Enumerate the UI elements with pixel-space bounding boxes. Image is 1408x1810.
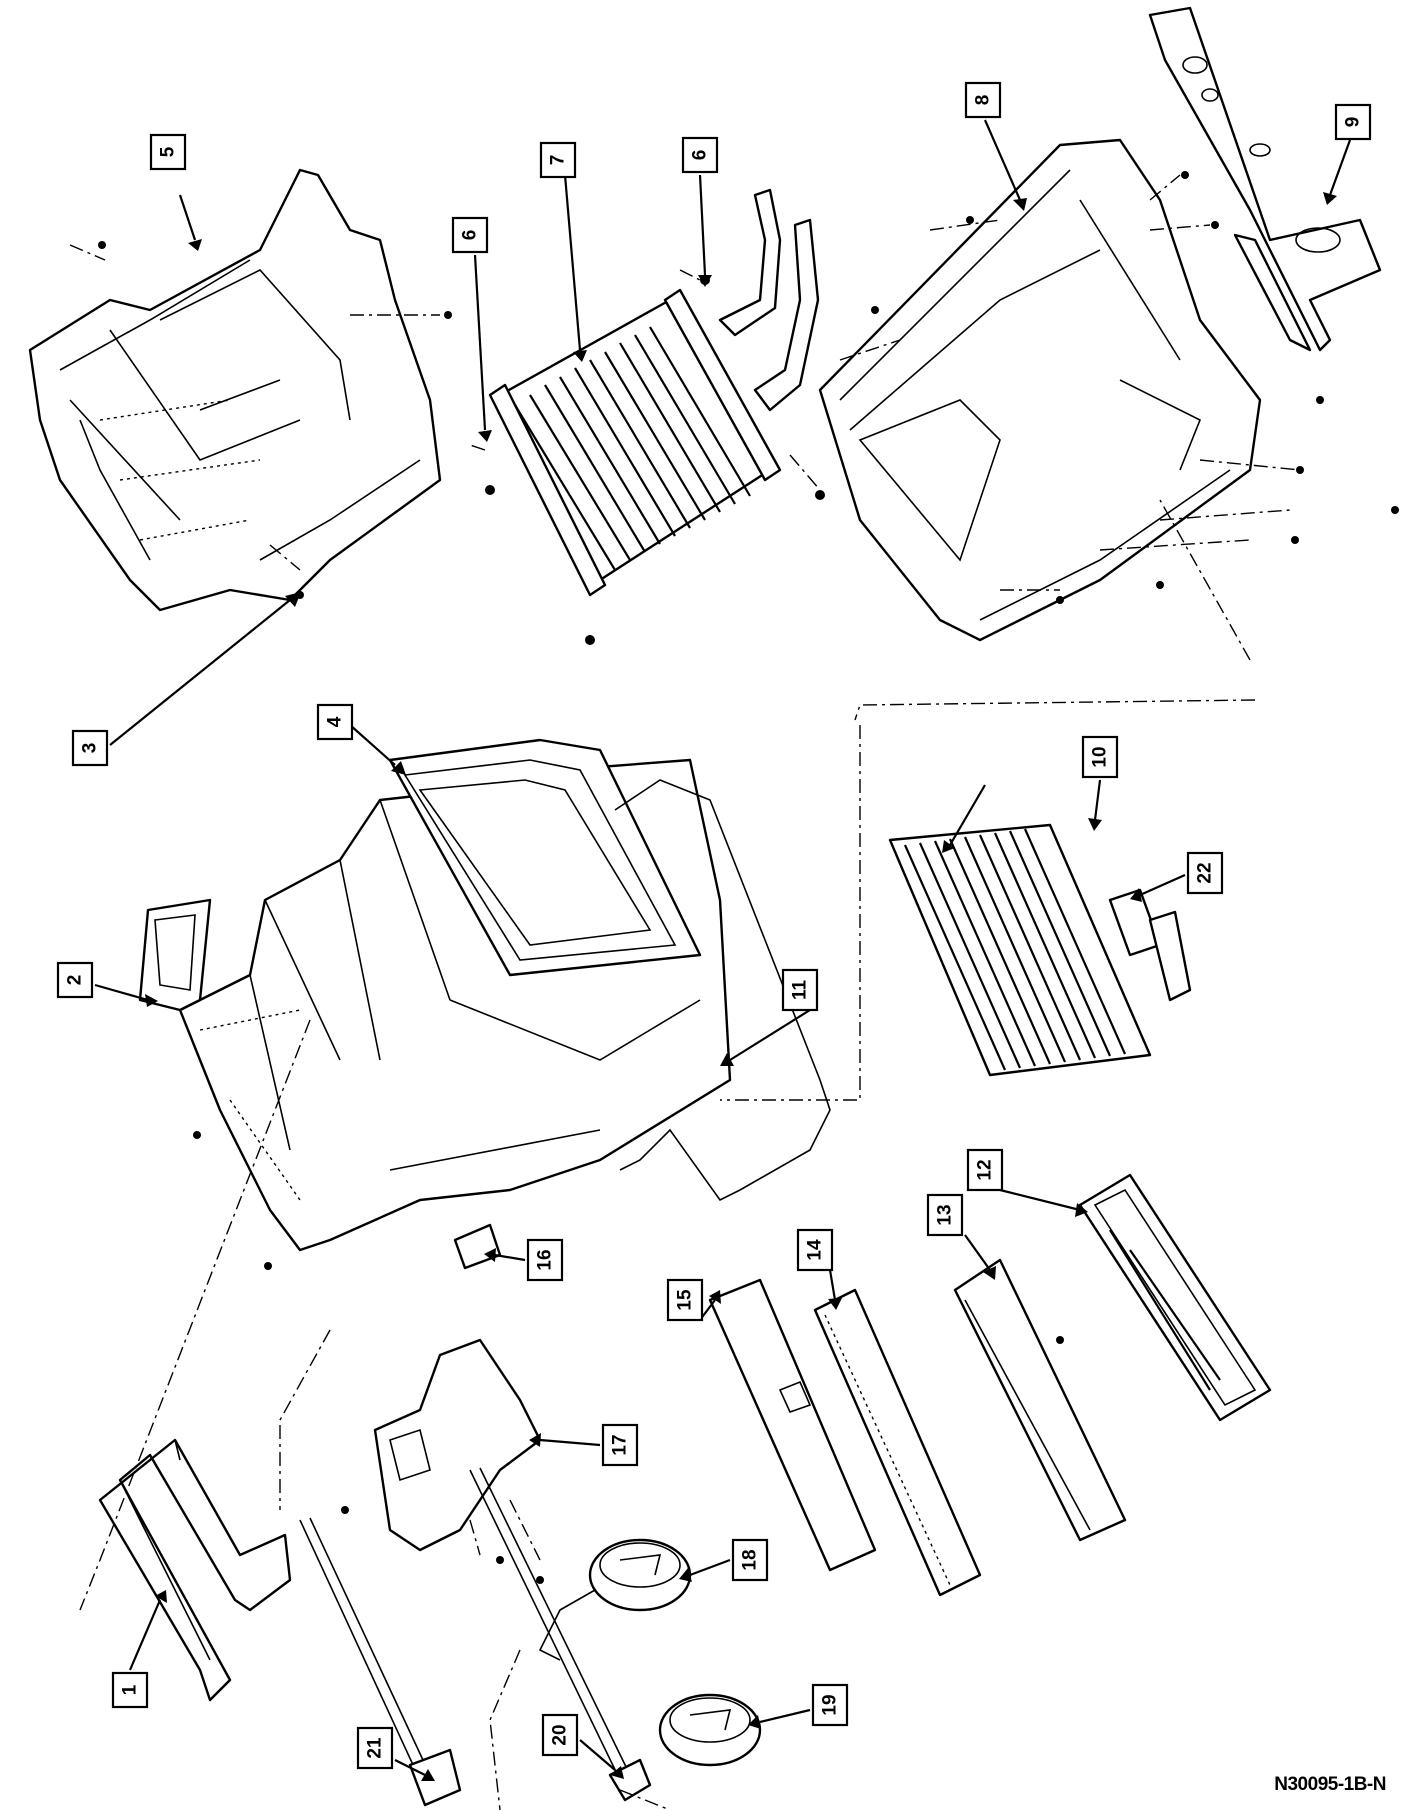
callout-label: 13: [935, 1204, 956, 1225]
part-12-door: [1078, 1173, 1272, 1422]
callout-label: 21: [365, 1737, 386, 1759]
callout-3: 3: [71, 729, 109, 767]
callout-label: 10: [1090, 746, 1111, 767]
callout-15: 15: [666, 1278, 704, 1322]
callout-label: 19: [820, 1694, 841, 1715]
part-13-blend-door: [953, 1258, 1127, 1542]
callout-label: 7: [548, 155, 569, 166]
callout-4: 4: [316, 703, 354, 741]
callout-label: 2: [65, 975, 86, 986]
callout-21: 21: [356, 1726, 394, 1770]
callout-label: 11: [790, 980, 811, 1001]
part-8-case-half: [818, 138, 1399, 642]
callout-6-right: 6: [681, 136, 719, 174]
callout-17: 17: [601, 1423, 639, 1467]
callout-18: 18: [731, 1538, 769, 1582]
part-7-heater-core: [469, 188, 825, 645]
callout-10: 10: [1081, 735, 1119, 779]
callout-22: 22: [1186, 851, 1224, 895]
part-1-duct: [98, 1438, 292, 1702]
callout-8: 8: [964, 81, 1002, 119]
callout-6-left: 6: [451, 216, 489, 254]
callout-12: 12: [966, 1148, 1004, 1192]
part-15-filter: [708, 1278, 877, 1572]
callout-11: 11: [781, 968, 819, 1012]
part-11-tube: [614, 779, 831, 1202]
callout-label: 5: [158, 146, 179, 157]
callout-label: 15: [675, 1289, 696, 1311]
part-19-actuator: [658, 1693, 762, 1767]
callout-label: 1: [120, 1684, 141, 1695]
callout-label: 12: [975, 1159, 996, 1180]
callout-label: 6: [690, 150, 711, 161]
callout-label: 4: [325, 716, 346, 727]
part-9-bracket: [1148, 6, 1382, 352]
callout-5: 5: [149, 133, 187, 171]
part-10-evaporator: [888, 823, 1192, 1077]
callout-label: 16: [535, 1249, 556, 1270]
callout-1: 1: [111, 1671, 149, 1709]
part-16-gasket: [453, 1223, 502, 1270]
callout-label: 18: [740, 1549, 761, 1570]
main-heater-housing: [138, 738, 732, 1270]
callout-16: 16: [526, 1238, 564, 1282]
callout-14: 14: [796, 1228, 834, 1272]
leader-lines: [94, 119, 1352, 1781]
part-14-seal: [813, 1288, 982, 1597]
callout-label: 9: [1343, 117, 1364, 128]
assembly-guide-lines: [79, 499, 1256, 1810]
callout-label: 3: [80, 743, 101, 754]
part-18-actuator: [538, 1538, 692, 1661]
part-17-plenum: [341, 1338, 544, 1584]
callout-label: 22: [1195, 862, 1216, 883]
callout-13: 13: [926, 1193, 964, 1237]
callout-7: 7: [539, 141, 577, 179]
figure-code: N30095-1B-N: [1274, 1774, 1386, 1795]
callout-9: 9: [1334, 103, 1372, 141]
part-21-rod: [299, 1517, 462, 1807]
callout-19: 19: [811, 1683, 849, 1727]
callout-label: 17: [610, 1434, 631, 1455]
callout-label: 20: [550, 1724, 571, 1745]
callout-label: 14: [805, 1239, 826, 1261]
part-5-case-half: [28, 168, 452, 612]
callout-2: 2: [56, 961, 94, 999]
callout-label: 6: [460, 230, 481, 241]
callout-20: 20: [541, 1713, 579, 1757]
callout-label: 8: [973, 95, 994, 106]
